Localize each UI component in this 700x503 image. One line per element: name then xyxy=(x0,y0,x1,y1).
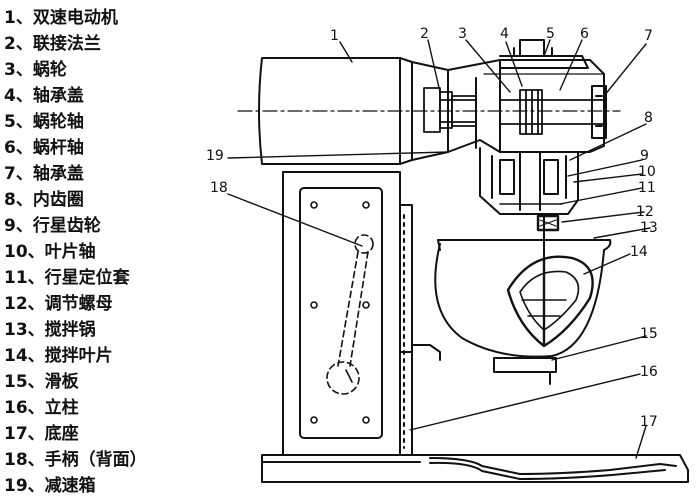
callout-14: 14 xyxy=(630,244,648,260)
base xyxy=(261,454,689,483)
legend-item-10: 10、叶片轴 xyxy=(4,242,96,262)
callout-6: 6 xyxy=(580,26,589,42)
handle xyxy=(326,234,374,395)
legend-item-14: 14、搅拌叶片 xyxy=(4,346,113,366)
legend-item-11: 11、行星定位套 xyxy=(4,268,130,288)
coupling-flange xyxy=(423,87,477,133)
legend-item-9: 9、行星齿轮 xyxy=(4,216,101,236)
legend-item-7: 7、轴承盖 xyxy=(4,164,84,184)
callout-18: 18 xyxy=(210,180,228,196)
callout-10: 10 xyxy=(638,164,656,180)
legend-item-8: 8、内齿圈 xyxy=(4,190,84,210)
legend-item-18: 18、手柄（背面） xyxy=(4,450,147,470)
callout-17: 17 xyxy=(640,414,658,430)
legend-item-13: 13、搅拌锅 xyxy=(4,320,96,340)
callout-9: 9 xyxy=(640,148,649,164)
legend-item-2: 2、联接法兰 xyxy=(4,34,101,54)
worm-wheel xyxy=(499,39,589,69)
handle-pivot xyxy=(345,369,353,383)
callout-13: 13 xyxy=(640,220,658,236)
cover-holes xyxy=(310,201,370,424)
legend-item-15: 15、滑板 xyxy=(4,372,79,392)
legend-item-3: 3、蜗轮 xyxy=(4,60,67,80)
mixing-blade xyxy=(506,255,594,348)
callout-7: 7 xyxy=(644,28,653,44)
callout-15: 15 xyxy=(640,326,658,342)
legend-item-17: 17、底座 xyxy=(4,424,79,444)
worm-shaft xyxy=(499,89,605,135)
callout-19: 19 xyxy=(206,148,224,164)
bearing-cap-right xyxy=(591,85,607,139)
legend-item-6: 6、蜗杆轴 xyxy=(4,138,84,158)
legend-item-19: 19、减速箱 xyxy=(4,476,96,496)
callout-numbers: 1 2 3 4 5 6 7 8 9 10 11 12 13 14 15 16 1… xyxy=(206,26,658,430)
legend-item-12: 12、调节螺母 xyxy=(4,294,113,314)
callout-1: 1 xyxy=(330,28,339,44)
leader-lines xyxy=(227,39,651,459)
callout-8: 8 xyxy=(644,110,653,126)
mixing-bowl xyxy=(434,239,612,385)
legend-item-16: 16、立柱 xyxy=(4,398,79,418)
column xyxy=(282,171,441,456)
planetary-housing xyxy=(479,147,579,215)
callout-11: 11 xyxy=(638,180,656,196)
callout-5: 5 xyxy=(546,26,555,42)
callout-12: 12 xyxy=(636,204,654,220)
gearbox-housing xyxy=(447,59,605,153)
callout-4: 4 xyxy=(500,26,509,42)
legend-item-4: 4、轴承盖 xyxy=(4,86,84,106)
callout-3: 3 xyxy=(458,26,467,42)
callout-2: 2 xyxy=(420,26,429,42)
legend-item-5: 5、蜗轮轴 xyxy=(4,112,84,132)
blade-shaft xyxy=(536,213,560,271)
legend-item-1: 1、双速电动机 xyxy=(4,8,118,28)
callout-16: 16 xyxy=(640,364,658,380)
